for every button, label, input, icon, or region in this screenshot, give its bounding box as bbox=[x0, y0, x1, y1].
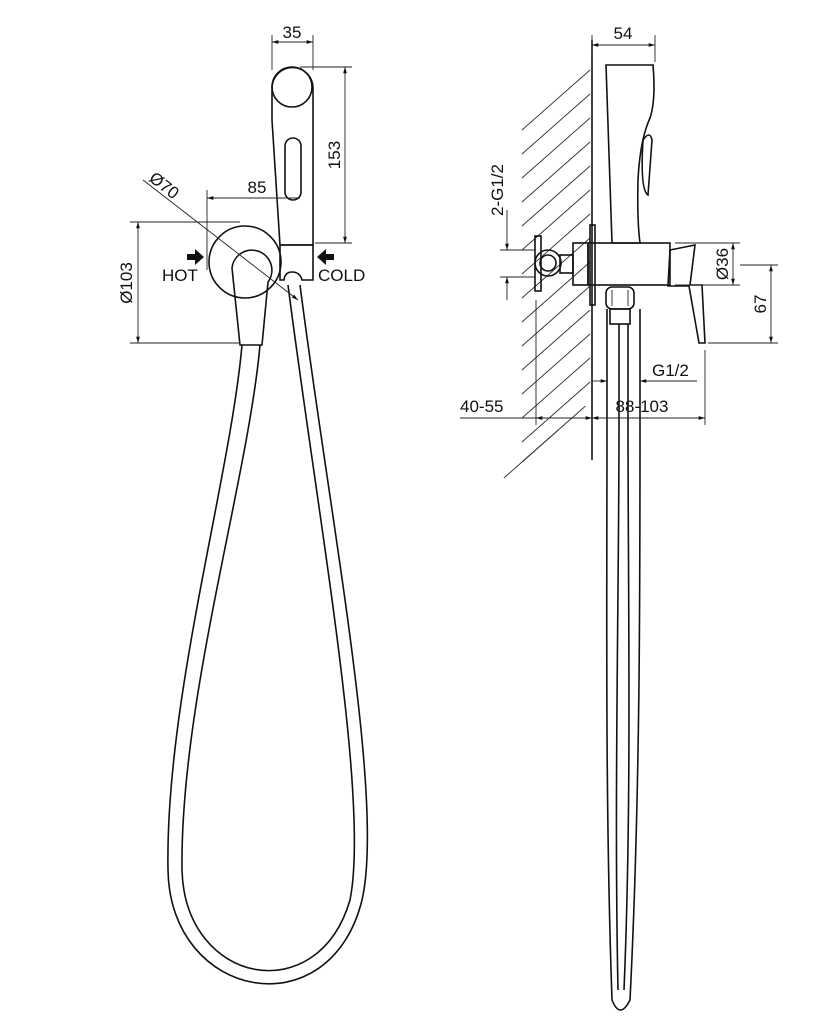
hatch-line bbox=[521, 261, 591, 323]
dim-lever: 67 bbox=[751, 295, 770, 314]
dim-plate-inner: Ø70 bbox=[146, 168, 183, 203]
dim-plate-outer: Ø103 bbox=[117, 262, 136, 304]
label-hot: HOT bbox=[162, 266, 198, 285]
wall-plate bbox=[208, 225, 282, 299]
hatch-line bbox=[503, 461, 523, 479]
hose bbox=[167, 284, 369, 985]
hatch-line bbox=[521, 141, 591, 203]
hatch-line bbox=[521, 333, 591, 395]
hatch-line bbox=[521, 453, 532, 463]
hose-side bbox=[605, 309, 641, 1011]
hot-arrow-icon bbox=[187, 249, 204, 265]
dim-head-height: 153 bbox=[325, 141, 344, 169]
dim-projection: 88-103 bbox=[616, 397, 669, 416]
dim-body-dia: Ø36 bbox=[713, 248, 732, 280]
hatch-line bbox=[521, 189, 591, 251]
hand-shower bbox=[271, 66, 314, 246]
shower-holder bbox=[279, 244, 314, 281]
hatch-line bbox=[521, 381, 591, 443]
mixer-lever bbox=[231, 249, 273, 346]
side-view: 54 2-G1/2 Ø36 67 G1/2 40-55 88-103 bbox=[460, 24, 778, 1011]
hand-shower-side bbox=[605, 64, 655, 244]
dim-offset: 85 bbox=[248, 178, 267, 197]
hatch-line bbox=[521, 165, 591, 227]
dim-outlet: G1/2 bbox=[652, 361, 689, 380]
cold-arrow-icon bbox=[317, 249, 334, 265]
label-cold: COLD bbox=[318, 266, 365, 285]
dim-wall-recess: 40-55 bbox=[460, 397, 503, 416]
hatch-line bbox=[521, 285, 591, 347]
wall-hatching bbox=[503, 69, 591, 479]
mixer-body bbox=[587, 242, 671, 286]
dim-inlet: 2-G1/2 bbox=[488, 164, 507, 216]
front-view: 35 153 85 Ø70 Ø103 HOT COLD bbox=[117, 23, 369, 985]
hatch-line bbox=[521, 357, 591, 419]
lever-side bbox=[667, 243, 706, 344]
hatch-line bbox=[521, 213, 591, 275]
dim-head-width: 35 bbox=[283, 23, 302, 42]
hatch-line bbox=[521, 309, 591, 371]
hatch-line bbox=[521, 93, 591, 155]
hatch-line bbox=[521, 117, 591, 179]
hatch-line bbox=[521, 69, 591, 131]
dim-depth: 54 bbox=[614, 24, 633, 43]
hatch-line bbox=[521, 237, 591, 299]
